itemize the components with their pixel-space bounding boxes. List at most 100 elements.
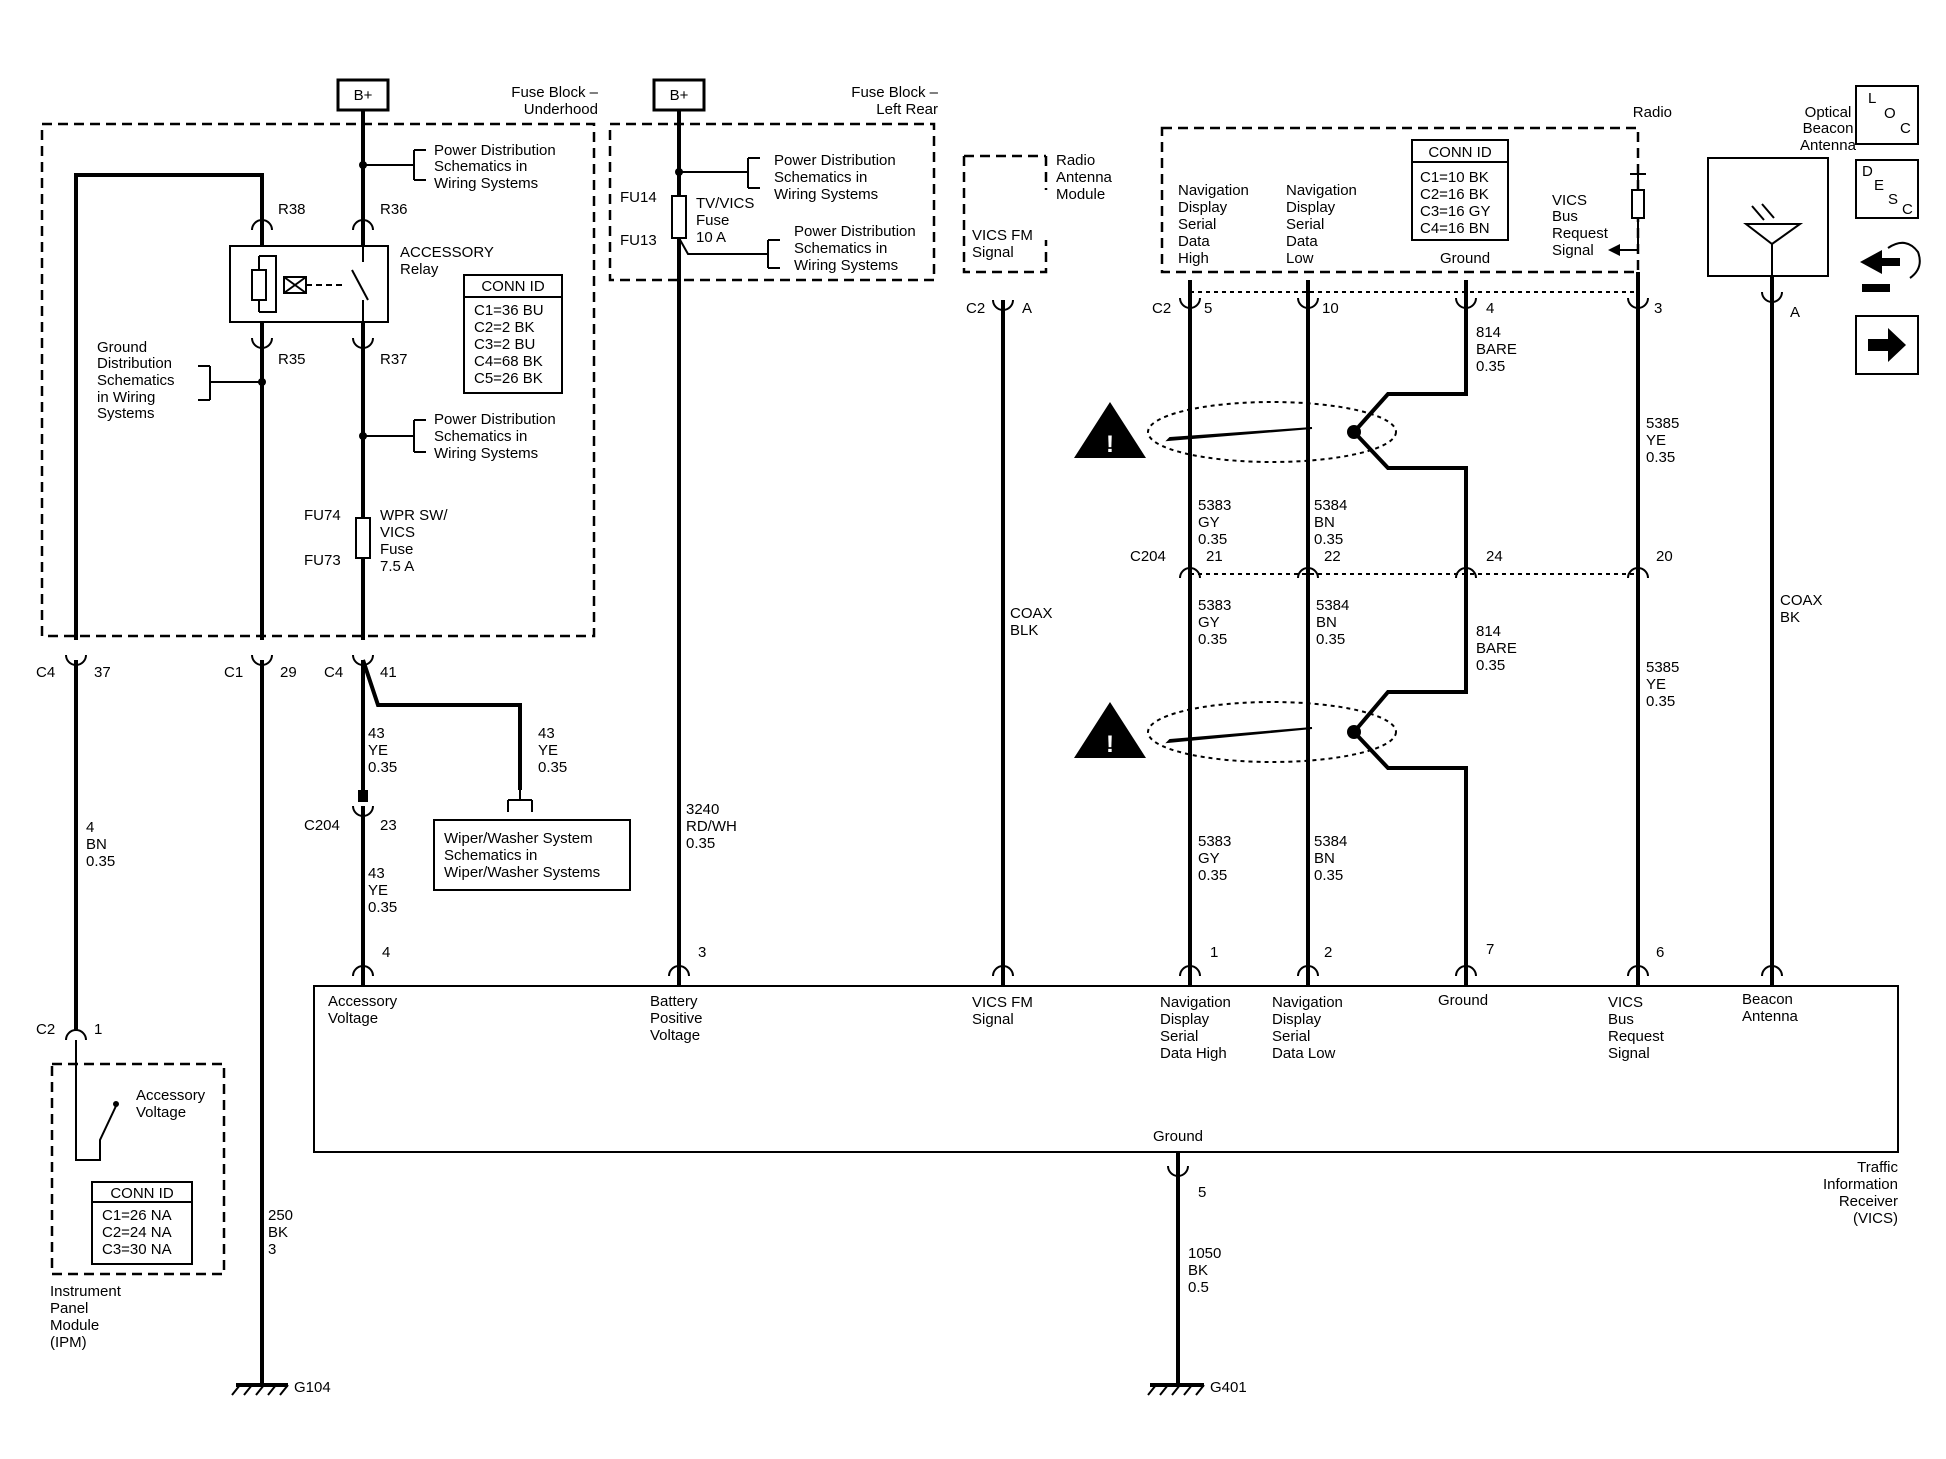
caution-icon	[1074, 402, 1146, 458]
underhood-conn-row: C3=2 BU	[474, 336, 535, 353]
ipm-outline	[50, 1062, 226, 1276]
radio-pin-10: 10	[1322, 300, 1339, 317]
wpr-fuse-2: VICS	[380, 524, 415, 541]
wire-5385b-2: YE	[1646, 676, 1666, 693]
wire-5383a-3: 0.35	[1198, 531, 1227, 548]
rx-pin-7: 7	[1486, 941, 1494, 958]
underhood-title-2: Underhood	[524, 101, 598, 118]
bplus-label-underhood: B+	[354, 87, 373, 104]
wire-814a-3: 0.35	[1476, 358, 1505, 375]
radio-navh-3: Serial	[1178, 216, 1216, 233]
wpr-fuse-3: Fuse	[380, 541, 413, 558]
rx-navh-1: Navigation	[1160, 994, 1231, 1011]
wire-814b-3: 0.35	[1476, 657, 1505, 674]
desc-icon[interactable]	[1855, 159, 1919, 219]
wire-5385a-2: YE	[1646, 432, 1666, 449]
traffic-information-receiver-box	[313, 985, 1899, 1153]
coax-blk-2: BLK	[1010, 622, 1038, 639]
underhood-pd2-2: Schematics in	[434, 428, 527, 445]
rx-navh-2: Display	[1160, 1011, 1210, 1028]
underhood-pd1-2: Schematics in	[434, 158, 527, 175]
wire-1050-2: BK	[1188, 1262, 1208, 1279]
wire-1050-1: 1050	[1188, 1245, 1221, 1262]
coax-bk-1: COAX	[1780, 592, 1823, 609]
radio-navl-2: Display	[1286, 199, 1336, 216]
wire-43b-3: 0.35	[538, 759, 567, 776]
rx-navl-3: Serial	[1272, 1028, 1310, 1045]
radio-navl-4: Data	[1286, 233, 1318, 250]
rx-ground: Ground	[1153, 1128, 1203, 1145]
leftrear-pd2-2: Schematics in	[794, 240, 887, 257]
pin-41: 41	[380, 664, 397, 681]
wire-43c-1: 43	[368, 865, 385, 882]
ipm-conn-id-table	[91, 1181, 193, 1265]
tools-icon[interactable]	[1860, 241, 1921, 292]
wire-5383c-3: 0.35	[1198, 867, 1227, 884]
radio-pin-5: 5	[1204, 300, 1212, 317]
rx-pin-4: 4	[382, 944, 390, 961]
fu14-label: FU14	[620, 189, 657, 206]
r35-label: R35	[278, 351, 306, 368]
relay-label-2: Relay	[400, 261, 439, 278]
c4b-label: C4	[324, 664, 343, 681]
radio-navh-1: Navigation	[1178, 182, 1249, 199]
wire-5384c-3: 0.35	[1314, 867, 1343, 884]
rx-pin-2: 2	[1324, 944, 1332, 961]
radio-ground: Ground	[1440, 250, 1490, 267]
rx-acc-2: Voltage	[328, 1010, 378, 1027]
fu73-label: FU73	[304, 552, 341, 569]
radio-navh-4: Data	[1178, 233, 1210, 250]
wire-5384a-3: 0.35	[1314, 531, 1343, 548]
svg-text:!: !	[1106, 431, 1114, 458]
ipm-acc-1: Accessory	[136, 1087, 206, 1104]
radio-title: Radio	[1633, 104, 1672, 121]
wire-5384a-2: BN	[1314, 514, 1335, 531]
wire-814a-1: 814	[1476, 324, 1501, 341]
wire-5385b-1: 5385	[1646, 659, 1679, 676]
fuse-block-leftrear-outline	[608, 122, 936, 282]
wire-250-3: 3	[268, 1241, 276, 1258]
pin-29: 29	[280, 664, 297, 681]
antenna-module-title-2: Antenna	[1056, 169, 1113, 186]
wpr-vics-fuse	[355, 517, 371, 559]
radio-conn-row: C4=16 BN	[1420, 220, 1490, 237]
desc-icon-e: E	[1874, 177, 1884, 194]
wire-5384b-1: 5384	[1316, 597, 1349, 614]
beacon-title-3: Antenna	[1800, 137, 1857, 154]
c204-23-label: C204	[304, 817, 340, 834]
g401-label: G401	[1210, 1379, 1247, 1396]
radio-navh-5: High	[1178, 250, 1209, 267]
accessory-relay-box	[229, 245, 389, 323]
ipm-title-2: Panel	[50, 1300, 88, 1317]
radio-navl-3: Serial	[1286, 216, 1324, 233]
wire-3240-1: 3240	[686, 801, 719, 818]
underhood-conn-row: C2=2 BK	[474, 319, 534, 336]
loc-icon[interactable]	[1855, 85, 1919, 145]
wire-250-1: 250	[268, 1207, 293, 1224]
ipm-conn-row: C3=30 NA	[102, 1241, 172, 1258]
wire-5384b-2: BN	[1316, 614, 1337, 631]
wire-5385b-3: 0.35	[1646, 693, 1675, 710]
rx-vicsbus-1: VICS	[1608, 994, 1643, 1011]
ipm-acc-2: Voltage	[136, 1104, 186, 1121]
wire-5384c-2: BN	[1314, 850, 1335, 867]
rx-pin-5: 5	[1198, 1184, 1206, 1201]
leftrear-title-1: Fuse Block –	[851, 84, 938, 101]
wire-43c-2: YE	[368, 882, 388, 899]
wire-5384a-1: 5384	[1314, 497, 1347, 514]
wire-5383c-1: 5383	[1198, 833, 1231, 850]
rx-pin-3: 3	[698, 944, 706, 961]
twisted-pair-shield	[1147, 401, 1397, 463]
tvvics-fuse-3: 10 A	[696, 229, 726, 246]
next-arrow-icon[interactable]	[1855, 315, 1919, 375]
wire-5383a-1: 5383	[1198, 497, 1231, 514]
wire-1050-3: 0.5	[1188, 1279, 1209, 1296]
rx-bat-2: Positive	[650, 1010, 703, 1027]
beacon-pin-a: A	[1790, 304, 1800, 321]
radio-conn-id-table	[1411, 139, 1509, 241]
leftrear-title-2: Left Rear	[876, 101, 938, 118]
wire-814a-2: BARE	[1476, 341, 1517, 358]
rx-pin-1: 1	[1210, 944, 1218, 961]
wire-814b-2: BARE	[1476, 640, 1517, 657]
radio-conn-title: CONN ID	[1428, 144, 1492, 161]
